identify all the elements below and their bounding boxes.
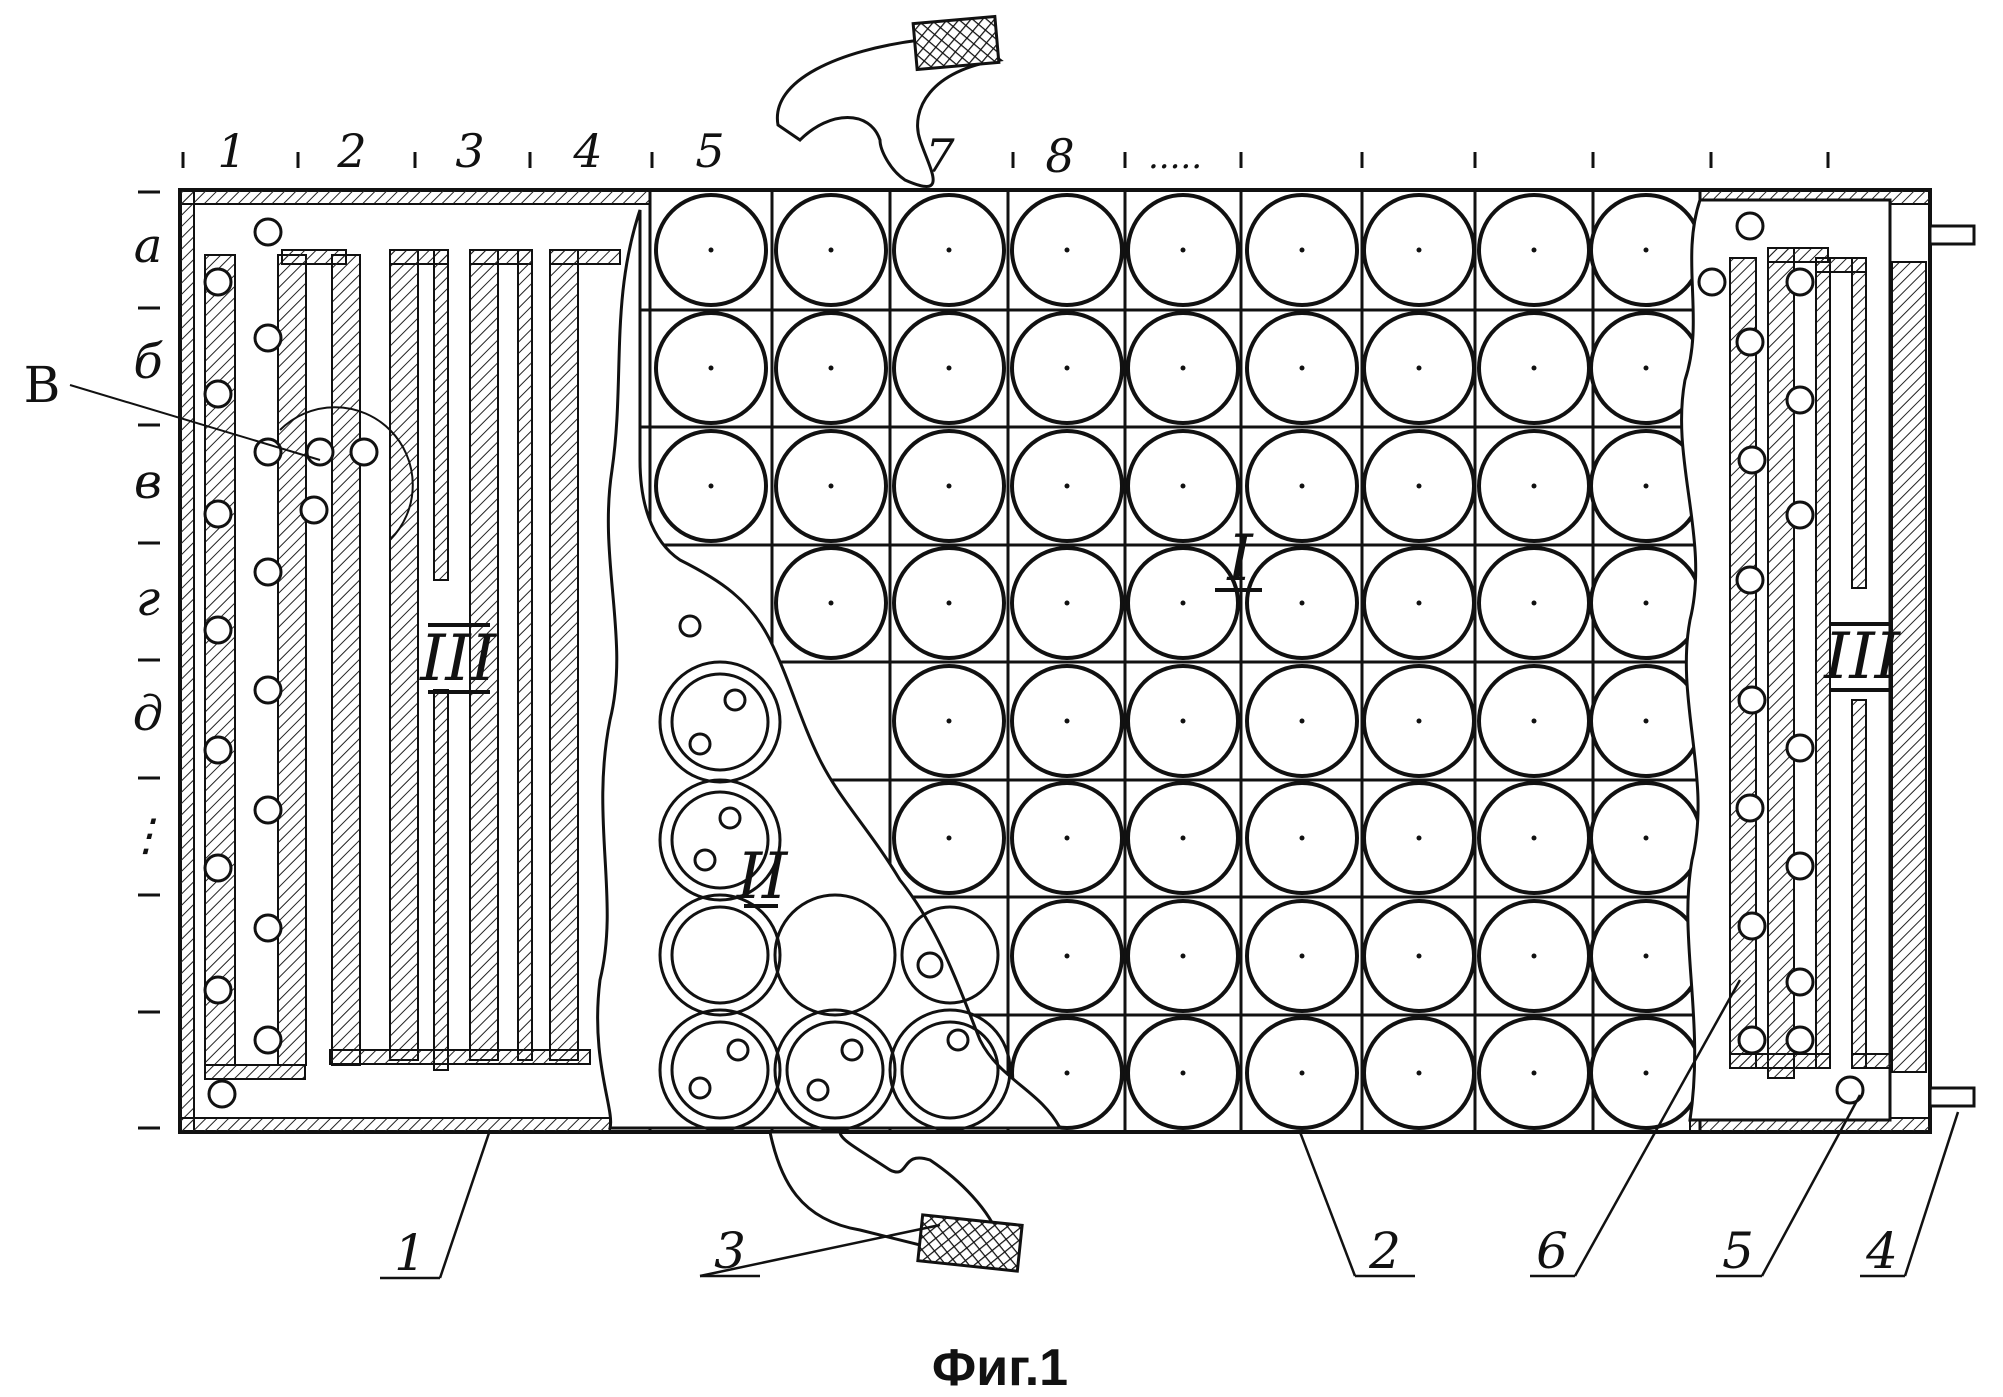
- column-label-5: 5: [695, 124, 724, 178]
- row-label-a: а: [134, 218, 163, 274]
- sphere-center-dot: [1065, 248, 1070, 253]
- figure-caption: Фиг.1: [932, 1339, 1068, 1397]
- sphere-center-dot: [1300, 954, 1305, 959]
- sphere-center-dot: [1181, 484, 1186, 489]
- sphere-center-dot: [1417, 484, 1422, 489]
- sphere-center-dot: [1065, 366, 1070, 371]
- sphere-center-dot: [1181, 954, 1186, 959]
- row-ruler: [138, 192, 160, 1128]
- sphere-center-dot: [1300, 248, 1305, 253]
- sphere-center-dot: [1532, 601, 1537, 606]
- sphere-center-dot: [947, 836, 952, 841]
- sphere-center-dot: [947, 484, 952, 489]
- column-label-4: 4: [572, 124, 602, 178]
- column-label-ellipsis: .....: [1148, 137, 1202, 177]
- column-label-2: 2: [336, 124, 366, 178]
- sphere-center-dot: [1417, 719, 1422, 724]
- sphere-center-dot: [1644, 484, 1649, 489]
- detail-label: В: [24, 356, 61, 414]
- callout-3: 3: [714, 1222, 746, 1280]
- row-labels: а б в г д ⋮: [124, 218, 168, 861]
- zone-two-label: II: [736, 840, 789, 914]
- row-label-d: д: [133, 686, 163, 742]
- callout-6: 6: [1536, 1222, 1568, 1280]
- sphere-center-dot: [1532, 836, 1537, 841]
- sphere-center-dot: [1644, 836, 1649, 841]
- sphere-center-dot: [709, 248, 714, 253]
- sphere-center-dot: [1300, 1071, 1305, 1076]
- sphere-center-dot: [1417, 248, 1422, 253]
- sphere-center-dot: [1644, 1071, 1649, 1076]
- sphere-center-dot: [947, 601, 952, 606]
- sphere-center-dot: [1532, 366, 1537, 371]
- sphere-center-dot: [709, 484, 714, 489]
- sphere-center-dot: [1644, 954, 1649, 959]
- sphere-center-dot: [1417, 601, 1422, 606]
- sphere-center-dot: [1532, 954, 1537, 959]
- sphere-center-dot: [1644, 248, 1649, 253]
- sphere-center-dot: [1644, 601, 1649, 606]
- column-labels: 1 2 3 4 5 7 8 .....: [217, 124, 1202, 183]
- column-label-8: 8: [1045, 129, 1074, 183]
- sphere-center-dot: [1532, 484, 1537, 489]
- sphere-center-dot: [947, 248, 952, 253]
- zone-three-right-label: III: [1823, 620, 1902, 694]
- sphere-center-dot: [1065, 836, 1070, 841]
- sphere-center-dot: [1417, 954, 1422, 959]
- sphere-center-dot: [1417, 836, 1422, 841]
- sphere-center-dot: [709, 366, 714, 371]
- callout-2: 2: [1368, 1222, 1401, 1280]
- sphere-center-dot: [829, 601, 834, 606]
- row-label-v: в: [134, 454, 162, 510]
- sphere-center-dot: [947, 719, 952, 724]
- sphere-center-dot: [1181, 601, 1186, 606]
- column-ruler: [183, 152, 1828, 168]
- sphere-center-dot: [1181, 836, 1186, 841]
- row-label-b: б: [133, 334, 163, 390]
- sphere-center-dot: [1065, 719, 1070, 724]
- sphere-center-dot: [829, 484, 834, 489]
- sphere-center-dot: [1532, 1071, 1537, 1076]
- row-label-more: ⋮: [124, 810, 168, 861]
- sphere-center-dot: [829, 366, 834, 371]
- sphere-center-dot: [1065, 601, 1070, 606]
- sphere-center-dot: [1417, 366, 1422, 371]
- sphere-center-dot: [1181, 248, 1186, 253]
- row-label-g: г: [136, 571, 160, 627]
- zone-three-left-label: III: [419, 622, 498, 696]
- sphere-center-dot: [1644, 366, 1649, 371]
- callout-numbers: 1 3 2 6 5 4: [394, 1222, 1898, 1282]
- sphere-center-dot: [1300, 836, 1305, 841]
- column-label-3: 3: [455, 124, 484, 178]
- sphere-center-dot: [1065, 1071, 1070, 1076]
- sphere-center-dot: [1181, 366, 1186, 371]
- sphere-center-dot: [1300, 484, 1305, 489]
- sphere-center-dot: [1181, 1071, 1186, 1076]
- sphere-center-dot: [1532, 719, 1537, 724]
- callout-4: 4: [1865, 1222, 1898, 1280]
- column-label-1: 1: [217, 124, 246, 178]
- sphere-center-dot: [1300, 366, 1305, 371]
- callout-1: 1: [394, 1224, 426, 1282]
- callout-5: 5: [1722, 1222, 1754, 1280]
- sphere-center-dot: [1417, 1071, 1422, 1076]
- sphere-center-dot: [947, 366, 952, 371]
- sphere-center-dot: [1300, 719, 1305, 724]
- sphere-center-dot: [1065, 954, 1070, 959]
- sphere-center-dot: [1300, 601, 1305, 606]
- zone-one-label: I: [1226, 522, 1254, 596]
- sphere-center-dot: [829, 248, 834, 253]
- sphere-center-dot: [1532, 248, 1537, 253]
- sphere-center-dot: [1065, 484, 1070, 489]
- sphere-center-dot: [1181, 719, 1186, 724]
- sphere-center-dot: [1644, 719, 1649, 724]
